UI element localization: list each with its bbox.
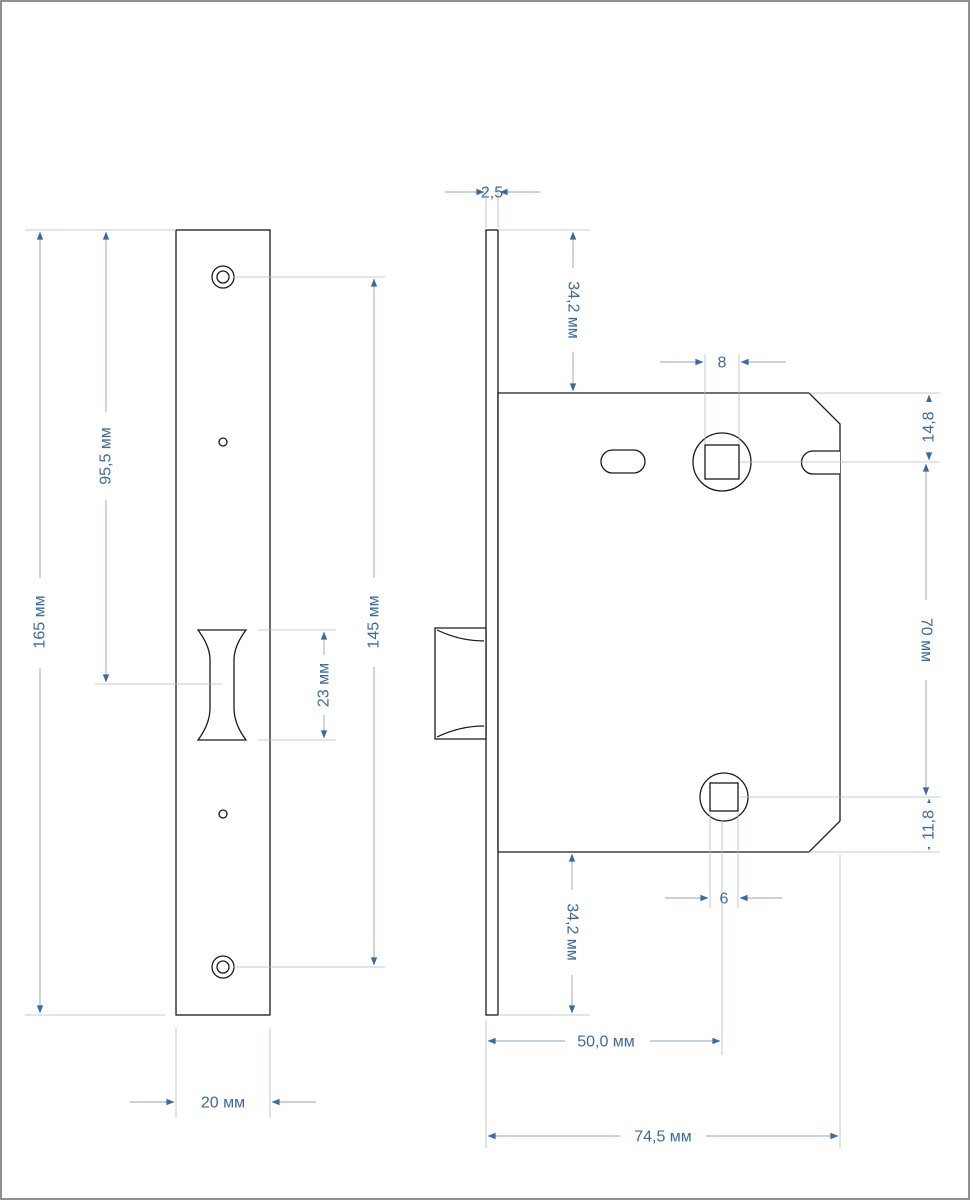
dimension-spindle-to-key: 70 мм: [918, 463, 935, 796]
dim-label-spindle-to-key: 70 мм: [918, 618, 935, 662]
dimension-bottom-offset: 34,2 мм: [564, 853, 581, 1014]
latch-front: [196, 629, 248, 741]
latch-side: [434, 627, 487, 740]
side-faceplate: [485, 229, 499, 1016]
dimension-faceplate-thickness: 2,5: [445, 185, 540, 202]
dim-label-faceplate-width: 20 мм: [201, 1095, 245, 1112]
top-screw-hole-inner: [216, 270, 230, 284]
upper-pin-hole: [218, 437, 228, 447]
dim-label-spindle-from-top: 14,8: [921, 411, 938, 442]
faceplate: [175, 229, 271, 1016]
dim-label-spindle-square: 8: [718, 355, 727, 372]
key-square: [709, 782, 739, 812]
dim-label-overall-height: 165 мм: [32, 595, 49, 648]
dim-label-screw-spacing: 145 мм: [366, 595, 383, 648]
dim-label-faceplate-thickness: 2,5: [481, 185, 503, 202]
dimension-overall-height: 165 мм: [32, 231, 49, 1014]
dimension-latch-from-top: 95,5 мм: [98, 231, 115, 683]
dim-label-body-depth: 74,5 мм: [634, 1129, 692, 1146]
dim-label-latch-from-top: 95,5 мм: [98, 427, 115, 485]
edge-slot: [800, 450, 840, 475]
dimension-backset: 50,0 мм: [487, 1034, 721, 1051]
bottom-screw-hole-inner: [216, 960, 230, 974]
spindle-square: [704, 444, 740, 480]
dimension-faceplate-width: 20 мм: [130, 1095, 316, 1112]
lower-pin-hole: [218, 809, 228, 819]
dimension-key-from-bottom: 11,8: [918, 798, 940, 851]
dim-label-top-offset: 34,2 мм: [565, 281, 582, 339]
dimension-spindle-from-top: 14,8: [918, 394, 940, 461]
latch-side-top-curve: [436, 629, 485, 642]
dim-label-key-from-bottom: 11,8: [921, 810, 938, 840]
dimension-key-square: 6: [665, 891, 782, 908]
lock-side-view: [434, 229, 841, 1016]
right-extension-lines: [485, 186, 940, 1148]
dimension-latch-height: 23 мм: [316, 631, 333, 739]
latch-side-bottom-curve: [436, 725, 485, 738]
dim-label-latch-height: 23 мм: [316, 663, 333, 707]
left-extension-lines: [25, 229, 385, 1118]
dimension-screw-spacing: 145 мм: [366, 278, 383, 966]
dimension-top-offset: 34,2 мм: [565, 231, 582, 392]
dim-label-bottom-offset: 34,2 мм: [564, 903, 581, 961]
dim-label-key-square: 6: [720, 891, 729, 908]
dimension-body-depth: 74,5 мм: [487, 1129, 839, 1146]
mounting-slot: [600, 449, 646, 474]
dimension-spindle-square: 8: [660, 355, 786, 372]
dim-label-backset: 50,0 мм: [577, 1034, 635, 1051]
faceplate-front-view: [175, 229, 271, 1016]
